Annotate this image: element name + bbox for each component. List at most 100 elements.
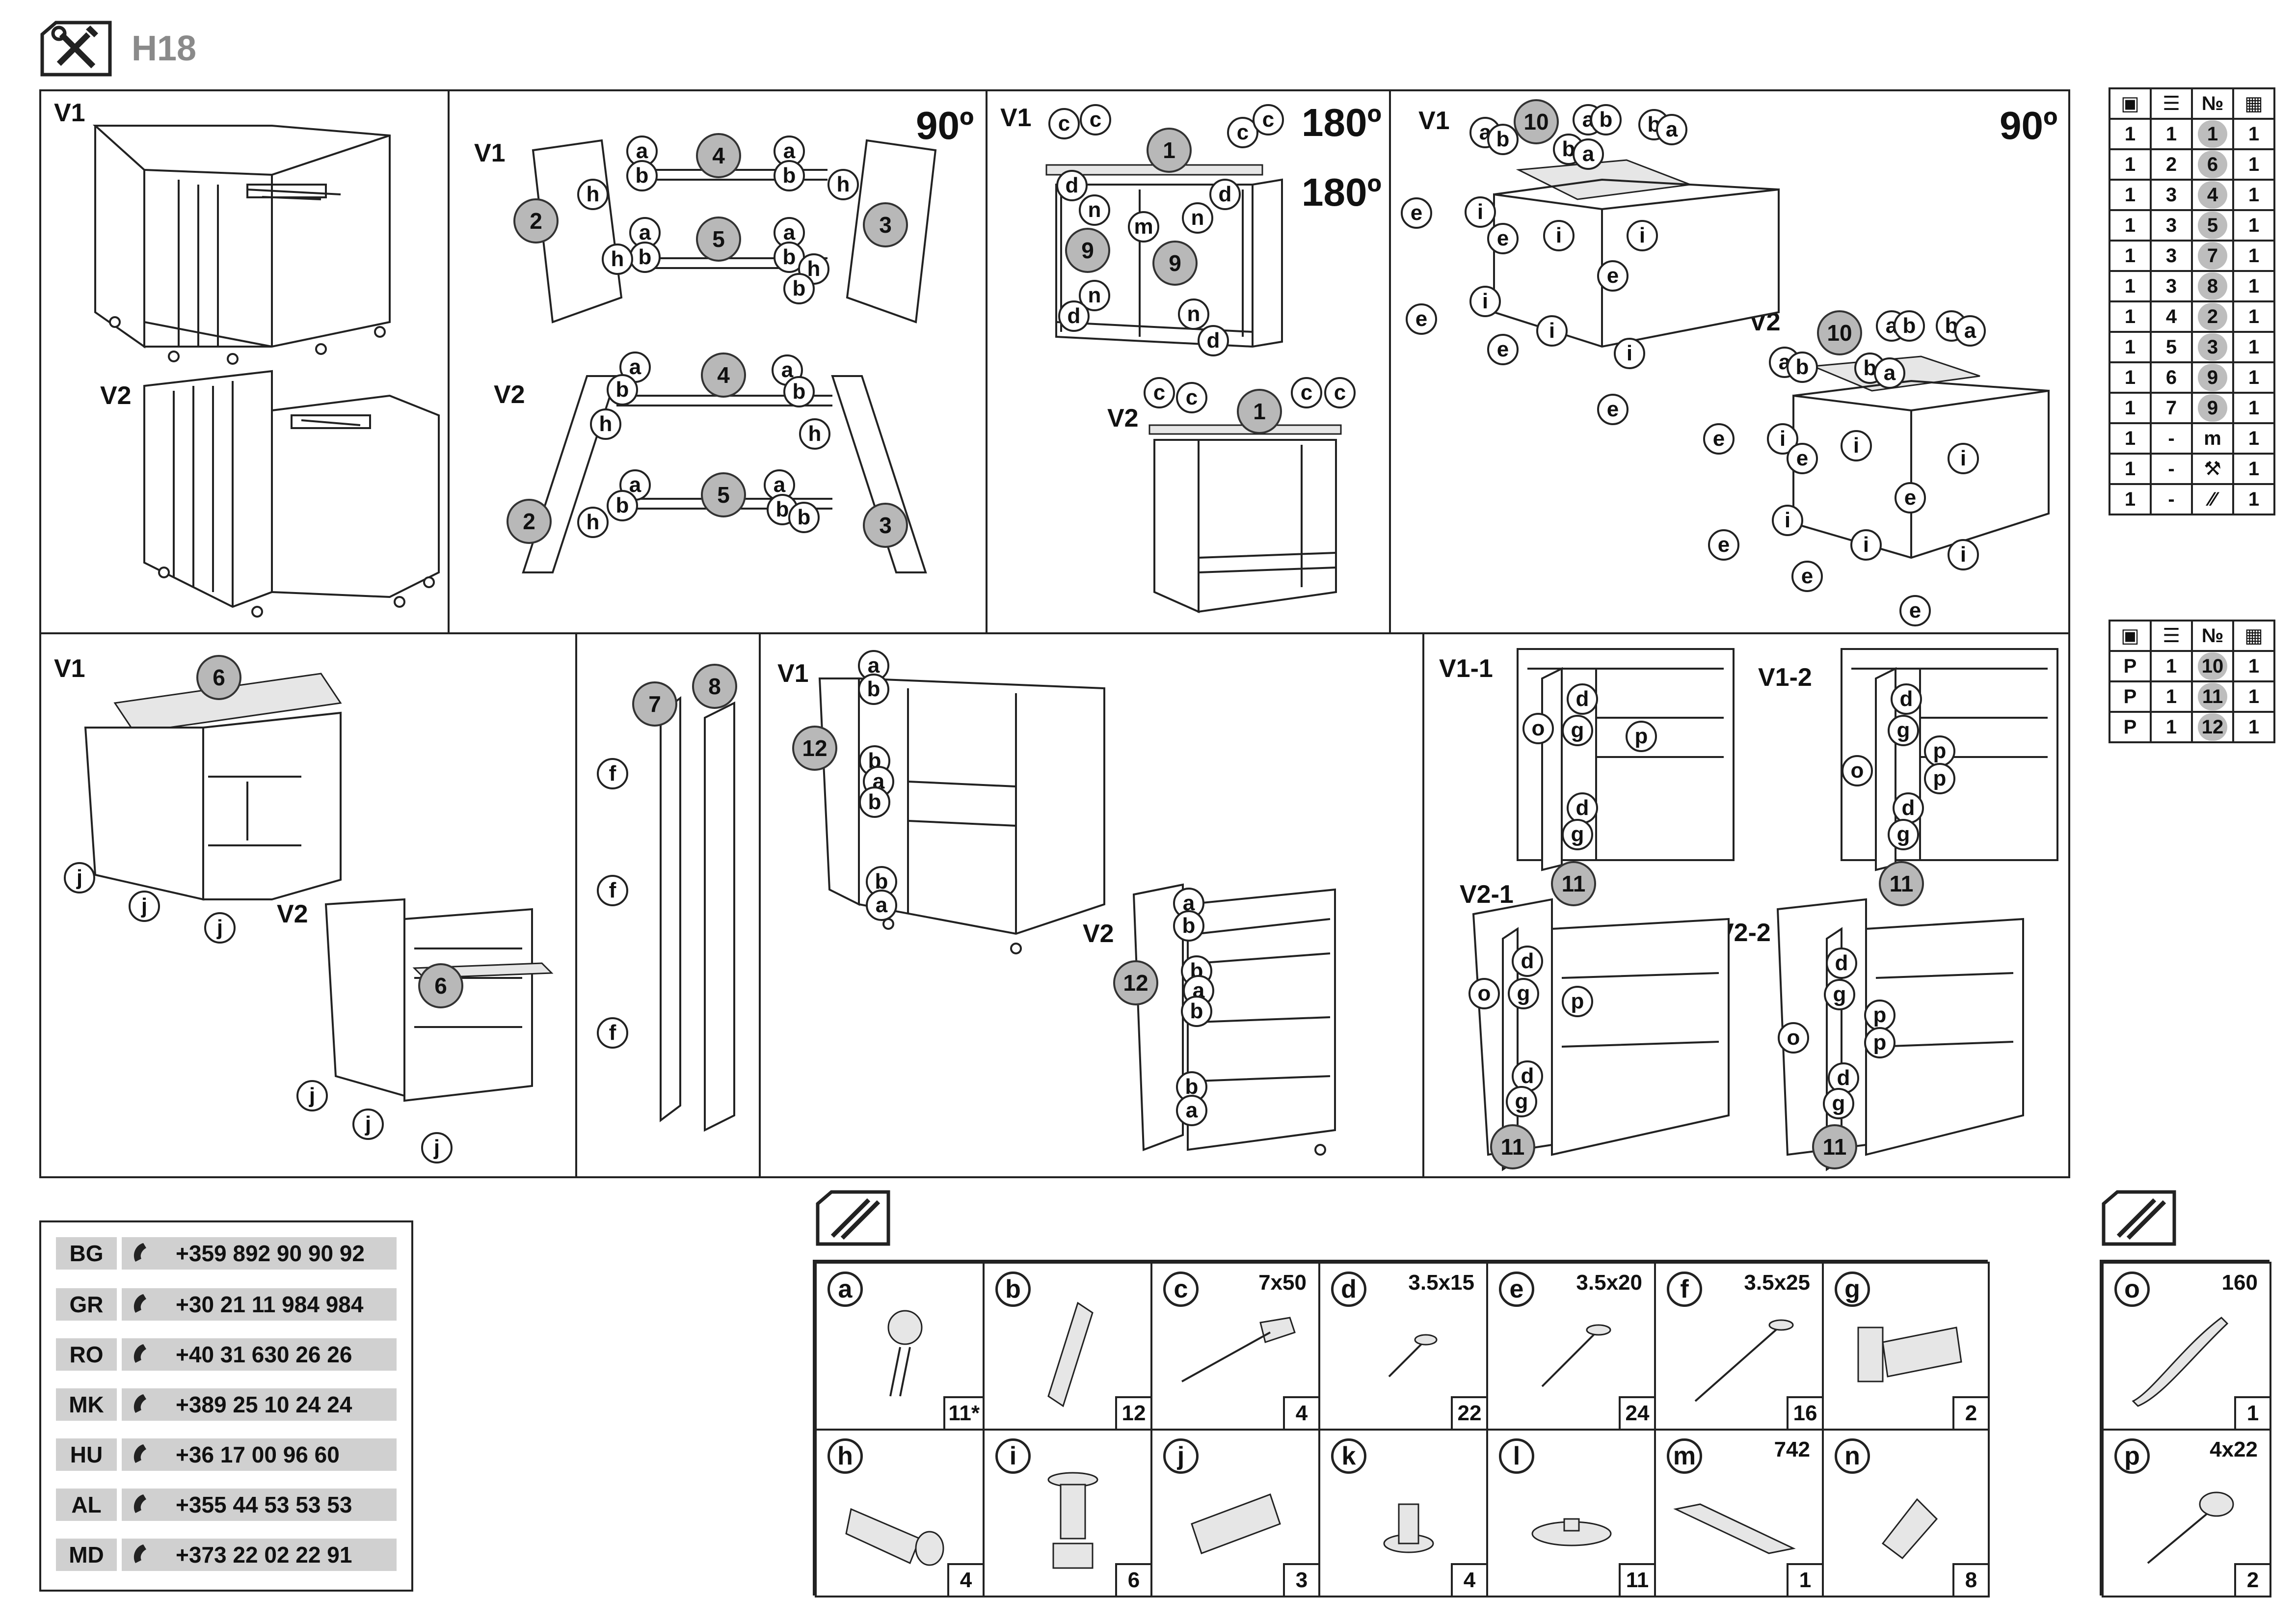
variant-label: V2 <box>1107 404 1139 433</box>
cap-icon <box>1383 1503 1434 1553</box>
label-p: p <box>1626 721 1657 752</box>
label-d: d <box>1893 792 1924 824</box>
label-o: o <box>1842 755 1873 786</box>
label-e: e <box>1597 394 1629 425</box>
part-1: 1 <box>1237 389 1282 434</box>
part-5: 5 <box>701 472 746 517</box>
step1-panel: V1 V2 <box>39 89 450 634</box>
part-9: 9 <box>1152 241 1198 286</box>
label-n: n <box>1182 202 1213 234</box>
label-h: h <box>577 179 609 210</box>
label-n: n <box>1079 280 1110 311</box>
package-icon: ▦ <box>2232 87 2275 120</box>
label-e: e <box>1708 529 1739 561</box>
label-n: n <box>1079 194 1110 226</box>
variant-label: V2 <box>494 380 525 409</box>
label-a: a <box>1176 1095 1207 1126</box>
package-icon: ▦ <box>2232 620 2275 652</box>
step2-panel: 90º V1 V2 a b 4 a b h h 2 3 a b 5 a b h … <box>448 89 988 634</box>
model-code: H18 <box>132 29 197 68</box>
label-i: i <box>1614 338 1645 369</box>
label-b: b <box>629 242 661 273</box>
label-b: b <box>788 502 820 533</box>
variant-label: V1 <box>1418 107 1450 135</box>
label-g: g <box>1888 715 1919 746</box>
label-a: a <box>1656 114 1687 145</box>
part-7: 7 <box>632 681 677 727</box>
part-6: 6 <box>196 655 241 700</box>
part-6: 6 <box>418 963 463 1008</box>
label-b: b <box>774 160 805 191</box>
phone-icon <box>133 1344 146 1363</box>
stack-icon: ☰ <box>2150 620 2193 652</box>
label-b: b <box>1590 104 1622 135</box>
variant-label: V1-2 <box>1758 663 1812 692</box>
handle-icon <box>2132 1317 2229 1407</box>
number-sign: № <box>2191 620 2234 652</box>
label-b: b <box>1787 352 1818 383</box>
phone-contacts: BG+359 892 90 90 92 GR+30 21 11 984 984 … <box>39 1220 413 1592</box>
part-8: 8 <box>692 664 737 709</box>
label-o: o <box>1778 1022 1809 1054</box>
stack-icon: ☰ <box>2150 87 2193 120</box>
leg-icon <box>1047 1472 1098 1569</box>
cabinet-top-v2-drawing <box>1148 424 1342 614</box>
part-12: 12 <box>792 726 837 771</box>
label-e: e <box>1406 303 1437 335</box>
label-a: a <box>1874 357 1905 389</box>
label-c: c <box>1080 104 1111 135</box>
label-i: i <box>1850 529 1882 561</box>
label-d: d <box>1826 947 1857 979</box>
label-a: a <box>1573 138 1604 170</box>
cabinet-v2-drawing <box>143 370 440 618</box>
label-a: a <box>626 135 658 167</box>
screw-icon <box>1388 1334 1438 1378</box>
bumper-icon <box>1531 1518 1612 1546</box>
profile-strips-drawing <box>660 696 735 1132</box>
label-m: m <box>1128 211 1159 243</box>
variant-label: V2 <box>277 900 308 928</box>
part-10: 10 <box>1817 310 1862 355</box>
label-g: g <box>1823 1088 1854 1119</box>
label-c: c <box>1144 377 1175 408</box>
hinge-icon <box>1857 1326 1962 1382</box>
label-j: j <box>296 1080 328 1111</box>
variant-label: V1 <box>54 99 85 127</box>
label-h: h <box>828 169 859 200</box>
part-11: 11 <box>1879 861 1924 906</box>
label-i: i <box>1543 220 1575 251</box>
label-f: f <box>597 875 628 906</box>
part-9: 9 <box>1065 228 1110 273</box>
label-h: h <box>602 244 633 275</box>
label-b: b <box>858 674 889 705</box>
label-j: j <box>129 891 160 922</box>
part-11: 11 <box>1551 861 1596 906</box>
variant-label: V1 <box>474 139 506 167</box>
label-c: c <box>1048 108 1080 139</box>
label-a: a <box>866 890 897 921</box>
label-e: e <box>1597 260 1629 292</box>
screw-icon <box>1541 1324 1611 1387</box>
label-a: a <box>772 354 803 386</box>
step7-panel: V1 V2 a b 12 b a b b a a b 12 b a b b a <box>759 632 1424 1178</box>
variant-label: V1-1 <box>1439 654 1493 683</box>
label-g: g <box>1506 1086 1537 1117</box>
part-11: 11 <box>1490 1124 1535 1169</box>
label-c: c <box>1227 117 1258 148</box>
label-e: e <box>1487 334 1519 365</box>
tool-icon: ⚒ <box>2191 453 2234 485</box>
label-b: b <box>1487 124 1519 155</box>
label-d: d <box>1567 792 1598 824</box>
label-b: b <box>859 786 890 818</box>
part-5: 5 <box>696 217 741 262</box>
label-i: i <box>1465 196 1496 228</box>
hardware-extra-icon <box>2101 1189 2177 1248</box>
part-11: 11 <box>1812 1124 1857 1169</box>
